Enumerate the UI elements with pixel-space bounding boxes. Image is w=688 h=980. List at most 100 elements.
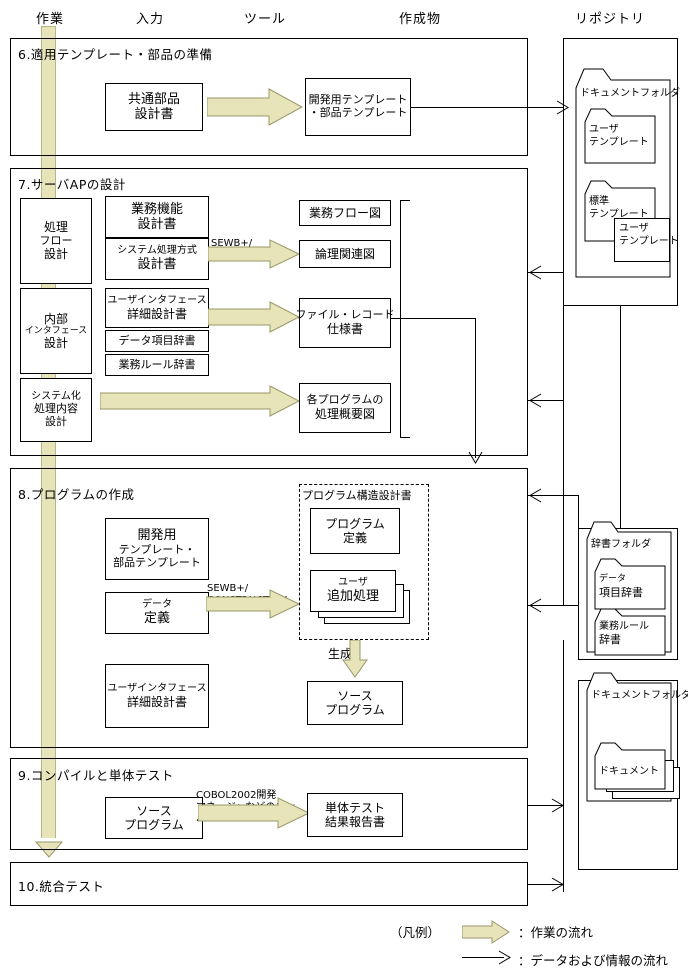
p7-repo-arrowhead-2 xyxy=(528,393,542,412)
phase-9-title: 9.コンパイルと単体テスト xyxy=(18,768,174,783)
p7-work3-line1: システム化 xyxy=(31,391,81,403)
repo-f1c1-line1: ユーザ xyxy=(589,124,619,135)
p6-to-repo-arrowhead xyxy=(556,100,570,119)
p7-out4-line1: 各プログラムの xyxy=(306,393,384,407)
legend-process-arrow xyxy=(461,920,510,948)
phase-8-frame xyxy=(10,468,528,748)
p7-work2-line1: 内部 xyxy=(43,311,68,326)
repo-f2c2-line2: 辞書 xyxy=(599,633,621,646)
p7-input3-line2: 詳細設計書 xyxy=(126,306,187,321)
p7-work1-line3: 設計 xyxy=(43,247,68,262)
phase-7-title: 7.サーバAPの設計 xyxy=(18,177,126,192)
p8-out3-line2: プログラム xyxy=(325,703,385,717)
p7-input2-line2: 設計書 xyxy=(137,257,177,273)
legend-data-line xyxy=(462,957,504,958)
p7-process-arrow-3 xyxy=(100,385,300,417)
repo-spine-line-3 xyxy=(563,38,564,278)
p7-repo-arrowhead-1 xyxy=(528,265,542,284)
p9-tool1-line1: COBOL2002開発 xyxy=(196,790,277,801)
p8-out1-line1: プログラム xyxy=(325,516,385,531)
p8-process-arrow xyxy=(206,589,300,619)
repo-f2c2-line1: 業務ルール xyxy=(599,621,649,632)
p8-out1-line2: 定義 xyxy=(342,531,367,545)
p7-out3-line-v xyxy=(475,318,476,458)
column-header-repository: リポジトリ xyxy=(574,12,645,27)
p9-input1-box: ソース プログラム xyxy=(105,797,203,839)
p8-out2-line1: ユーザ xyxy=(338,577,368,589)
p7-input3-box: ユーザインタフェース 詳細設計書 xyxy=(105,288,209,328)
p9-out1-line1: 単体テスト xyxy=(324,800,385,815)
p6-input-box: 共通部品 設計書 xyxy=(105,83,203,131)
phase-8-title: 8.プログラムの作成 xyxy=(18,487,135,502)
p7-to-p8-arrowhead xyxy=(468,450,483,469)
p7-work1-box: 処理 フロー 設計 xyxy=(20,198,92,284)
repo-folder-data-item-dictionary: データ 項目辞書 xyxy=(594,558,666,610)
p6-to-repo-line xyxy=(411,107,563,108)
p10-repo-line xyxy=(528,884,564,885)
p7-input3-line1: ユーザインタフェース xyxy=(107,295,207,307)
repo-folder-1-label: ドキュメントフォルダ xyxy=(580,88,680,99)
p7-work3-line2: 処理内容 xyxy=(34,401,78,415)
p9-out1-line2: 結果報告書 xyxy=(324,815,385,829)
legend-data-arrowhead xyxy=(498,950,512,969)
p9-input1-line1: ソース xyxy=(136,803,172,818)
p7-out1-box: 業務フロー図 xyxy=(299,200,391,226)
p7-repo-line-2 xyxy=(528,400,564,401)
p7-work3-box: システム化 処理内容 設計 xyxy=(20,378,92,442)
p7-work2-line2: インタフェース xyxy=(24,325,88,336)
p6-artifact-line1: 開発用テンプレート xyxy=(308,93,408,107)
p8-repo-line-2 xyxy=(528,605,578,606)
p8-input1-line1: 開発用 xyxy=(137,528,177,544)
p8-out1-box: プログラム 定義 xyxy=(310,508,400,554)
p8-group-title-bg xyxy=(302,486,428,501)
p8-input2-line2: 定義 xyxy=(143,611,170,627)
p7-input2-box: システム処理方式 設計書 xyxy=(105,238,209,280)
repo-f1c2s-line1: ユーザ xyxy=(619,223,649,234)
repo-folder-3-child1-label: ドキュメント xyxy=(599,766,659,777)
p7-output-bracket xyxy=(400,200,410,438)
p8-input2-box: データ 定義 xyxy=(105,592,209,634)
p7-work1-line2: フロー xyxy=(39,233,73,247)
column-header-input: 入力 xyxy=(135,12,164,27)
p7-work1-line1: 処理 xyxy=(43,220,68,235)
p6-artifact-line2: ・部品テンプレート xyxy=(308,106,408,119)
legend-item-2: ：データおよび情報の流れ xyxy=(518,953,669,968)
repo-folder-2-child2-label: 業務ルール 辞書 xyxy=(599,620,649,647)
repo-spine-line xyxy=(563,272,564,605)
phase-6-title: 6.適用テンプレート・部品の準備 xyxy=(18,47,213,62)
repo-folder-1-child2-label: 標準 テンプレート xyxy=(589,196,649,221)
p7-input2-line1: システム処理方式 xyxy=(117,245,197,257)
p8-input1-box: 開発用 テンプレート・ 部品テンプレート xyxy=(105,518,209,580)
p8-repo-arrowhead-1 xyxy=(528,488,542,507)
p8-input2-line1: データ xyxy=(142,599,172,611)
p7-out1-line1: 業務フロー図 xyxy=(308,205,381,220)
repo-connector-1 xyxy=(620,306,621,528)
p8-tool1-line1: SEWB+/ xyxy=(207,583,249,594)
p7-input4-line1: データ項目辞書 xyxy=(118,333,196,347)
p6-artifact-box: 開発用テンプレート ・部品テンプレート xyxy=(305,78,411,136)
p8-repo-line-1 xyxy=(528,495,578,496)
p7-out4-box: 各プログラムの 処理概要図 xyxy=(299,383,391,433)
p7-out3-line1: ファイル・レコード xyxy=(295,308,395,322)
p9-process-arrow xyxy=(198,797,310,829)
p7-work2-box: 内部 インタフェース 設計 xyxy=(20,288,92,374)
p7-out3-line2: 仕様書 xyxy=(326,322,363,337)
p7-input4-box: データ項目辞書 xyxy=(105,330,209,352)
repo-f1c2-line1: 標準 xyxy=(589,196,609,207)
repo-folder-3-label: ドキュメントフォルダ xyxy=(591,690,688,701)
p7-out2-line1: 論理関連図 xyxy=(314,246,375,261)
p6-input-line2: 設計書 xyxy=(134,107,174,122)
repo-f2c1-line2: 項目辞書 xyxy=(599,585,643,599)
repo-f1c1-line2: テンプレート xyxy=(589,136,649,148)
p6-process-arrow xyxy=(207,88,303,126)
p7-out3-line-h xyxy=(391,318,476,319)
p7-input1-line1: 業務機能 xyxy=(130,201,183,217)
phase-9-frame xyxy=(10,758,528,850)
p9-repo-line xyxy=(528,805,564,806)
phase-6-frame xyxy=(10,38,528,156)
p7-out4-line2: 処理概要図 xyxy=(314,407,375,422)
repo-folder-business-rule-dictionary: 業務ルール 辞書 xyxy=(594,608,666,656)
legend-item-1: ：作業の流れ xyxy=(518,925,594,940)
legend-title: （凡例） xyxy=(390,925,441,940)
p9-input1-line2: プログラム xyxy=(124,818,184,832)
